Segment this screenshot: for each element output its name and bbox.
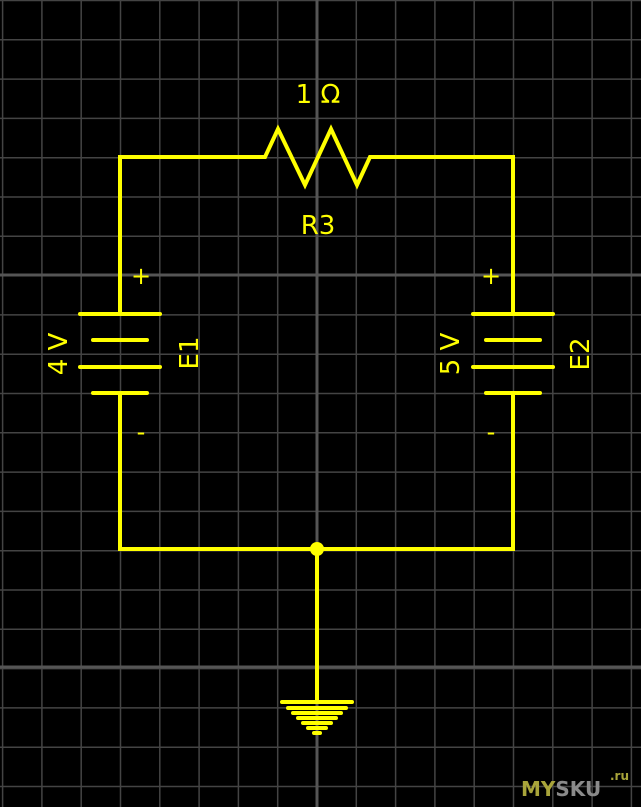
e1-value-label: 4 V	[44, 332, 74, 375]
ground-symbol[interactable]	[280, 700, 354, 735]
watermark-part1: MY	[521, 777, 556, 801]
battery-e1[interactable]	[78, 312, 162, 395]
e1-minus-label: -	[137, 418, 146, 446]
r3-value-label: 1 Ω	[296, 80, 341, 110]
e1-plus-label: +	[131, 262, 151, 290]
watermark-suffix: .ru	[610, 769, 629, 783]
e2-value-label: 5 V	[436, 332, 466, 375]
e2-name-label: E2	[566, 338, 596, 371]
r3-name-label: R3	[301, 211, 336, 241]
resistor-r3[interactable]	[118, 124, 515, 316]
svg-text:MYSKU: MYSKU	[521, 777, 601, 801]
e2-plus-label: +	[481, 262, 501, 290]
watermark: MYSKU .ru	[521, 769, 629, 801]
battery-e2[interactable]	[471, 312, 555, 395]
e1-name-label: E1	[175, 337, 205, 370]
junction-node[interactable]	[310, 542, 324, 556]
e2-minus-label: -	[487, 418, 496, 446]
watermark-part2: SKU	[555, 777, 601, 801]
